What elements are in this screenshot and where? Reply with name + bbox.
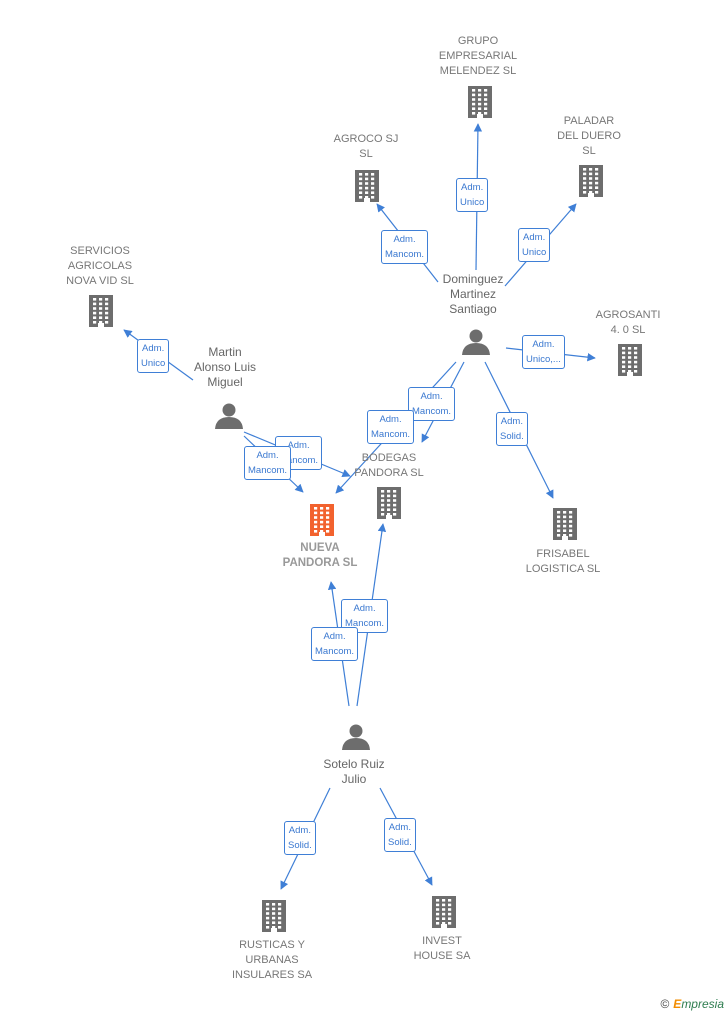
building-icon-bodegas[interactable] (377, 487, 401, 519)
person-icon-sotelo[interactable] (342, 724, 370, 751)
brand-initial: E (673, 997, 682, 1011)
building-icon-frisabel[interactable] (553, 508, 577, 540)
icons-layer (89, 86, 642, 932)
building-icon-grupo[interactable] (468, 86, 492, 118)
node-label-dominguez[interactable]: Dominguez Martinez Santiago (442, 272, 504, 316)
node-label-invest[interactable]: INVEST HOUSE SA (413, 935, 471, 962)
copyright-notice: ©Empresia (660, 997, 724, 1011)
node-label-frisabel[interactable]: FRISABEL LOGISTICA SL (525, 548, 601, 575)
building-icon-paladar[interactable] (579, 165, 603, 197)
edge-label-sotelo-rusticas[interactable]: Adm. Solid. (284, 821, 316, 855)
building-icon-servicios[interactable] (89, 295, 113, 327)
edge-label-dominguez-frisabel[interactable]: Adm. Solid. (496, 412, 528, 446)
brand-name: mpresia (681, 997, 724, 1011)
node-label-sotelo[interactable]: Sotelo Ruiz Julio (323, 757, 385, 786)
copyright-symbol: © (660, 997, 670, 1011)
edge-label-dominguez-bodegas[interactable]: Adm. Mancom. (408, 387, 456, 421)
node-label-martin[interactable]: Martin Alonso Luis Miguel (193, 345, 257, 389)
edge-label-dominguez-nueva[interactable]: Adm. Mancom. (367, 410, 415, 444)
person-icon-dominguez[interactable] (462, 329, 490, 356)
edge-label-martin-nueva[interactable]: Adm. Mancom. (244, 446, 292, 480)
node-label-rusticas[interactable]: RUSTICAS Y URBANAS INSULARES SA (231, 939, 313, 981)
building-icon-nueva[interactable] (310, 504, 334, 536)
node-label-grupo[interactable]: GRUPO EMPRESARIAL MELENDEZ SL (438, 35, 518, 77)
node-label-paladar[interactable]: PALADAR DEL DUERO SL (557, 115, 621, 157)
building-icon-invest[interactable] (432, 896, 456, 928)
edge-label-sotelo-invest[interactable]: Adm. Solid. (384, 818, 416, 852)
person-icon-martin[interactable] (215, 403, 243, 430)
node-label-nueva[interactable]: NUEVA PANDORA SL (282, 542, 358, 569)
node-label-agroco[interactable]: AGROCO SJ SL (333, 133, 399, 160)
edge-label-dominguez-grupo[interactable]: Adm. Unico (456, 178, 489, 212)
node-label-servicios[interactable]: SERVICIOS AGRICOLAS NOVA VID SL (66, 245, 134, 287)
edge-label-dominguez-paladar[interactable]: Adm. Unico (518, 228, 551, 262)
node-label-agrosanti[interactable]: AGROSANTI 4. 0 SL (595, 309, 661, 336)
building-icon-rusticas[interactable] (262, 900, 286, 932)
node-label-bodegas[interactable]: BODEGAS PANDORA SL (354, 452, 424, 479)
edge-label-dominguez-agroco[interactable]: Adm. Mancom. (381, 230, 429, 264)
building-icon-agroco[interactable] (355, 170, 379, 202)
edge-label-martin-servicios[interactable]: Adm. Unico (137, 339, 170, 373)
edge-label-sotelo-nueva[interactable]: Adm. Mancom. (311, 627, 359, 661)
building-icon-agrosanti[interactable] (618, 344, 642, 376)
edge-label-dominguez-agrosanti[interactable]: Adm. Unico,... (522, 335, 565, 369)
